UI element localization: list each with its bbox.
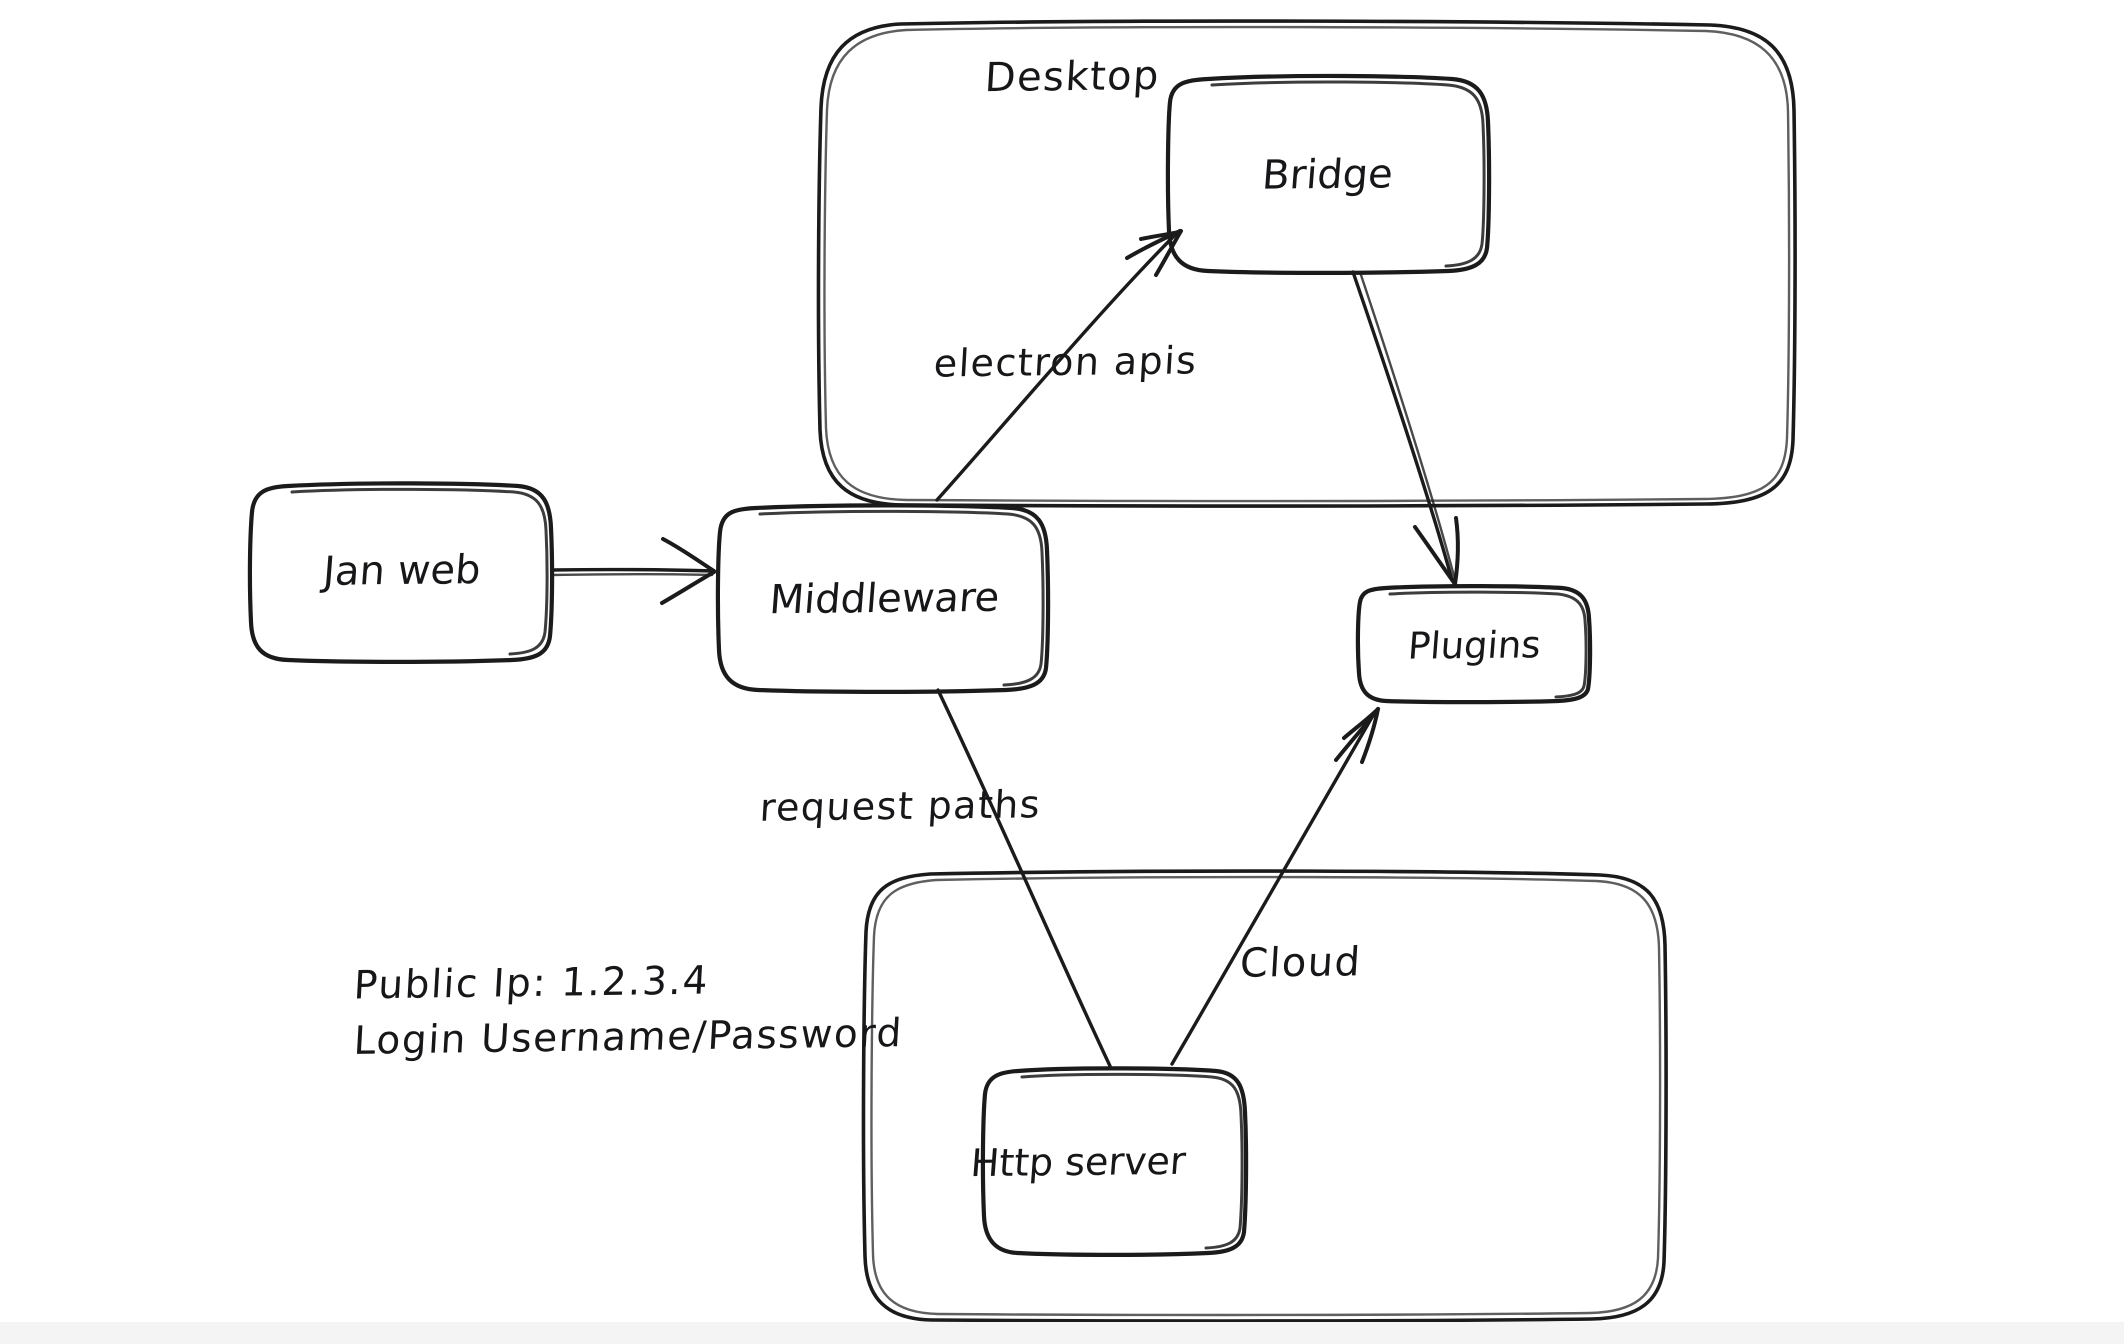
node-label-jan-web: Jan web (319, 547, 483, 595)
note-public-ip: Public Ip: 1.2.3.4 (352, 958, 711, 1009)
node-label-middleware: Middleware (768, 575, 1001, 623)
node-label-bridge: Bridge (1261, 151, 1395, 198)
node-plugins[interactable]: Plugins (1355, 584, 1593, 705)
node-jan-web[interactable]: Jan web (247, 481, 555, 664)
node-http-server[interactable]: Http server (969, 1066, 1249, 1257)
container-desktop[interactable] (816, 19, 1797, 508)
edge-bridge-to-plugins[interactable] (1351, 270, 1460, 586)
note-login-credentials: Login Username/Password (352, 1011, 905, 1064)
node-bridge[interactable]: Bridge (1165, 73, 1492, 275)
node-label-plugins: Plugins (1406, 623, 1542, 667)
node-label-http-server: Http server (969, 1139, 1188, 1185)
edge-http-server-to-plugins[interactable] (1170, 707, 1380, 1066)
node-middleware[interactable]: Middleware (715, 503, 1051, 694)
edge-middleware-to-bridge[interactable] (935, 229, 1183, 502)
bottom-edge-strip (0, 1322, 2124, 1344)
edge-middleware-to-http-server[interactable] (936, 688, 1112, 1068)
container-cloud[interactable] (861, 869, 1668, 1323)
edge-jan-web-to-middleware[interactable] (550, 537, 716, 605)
